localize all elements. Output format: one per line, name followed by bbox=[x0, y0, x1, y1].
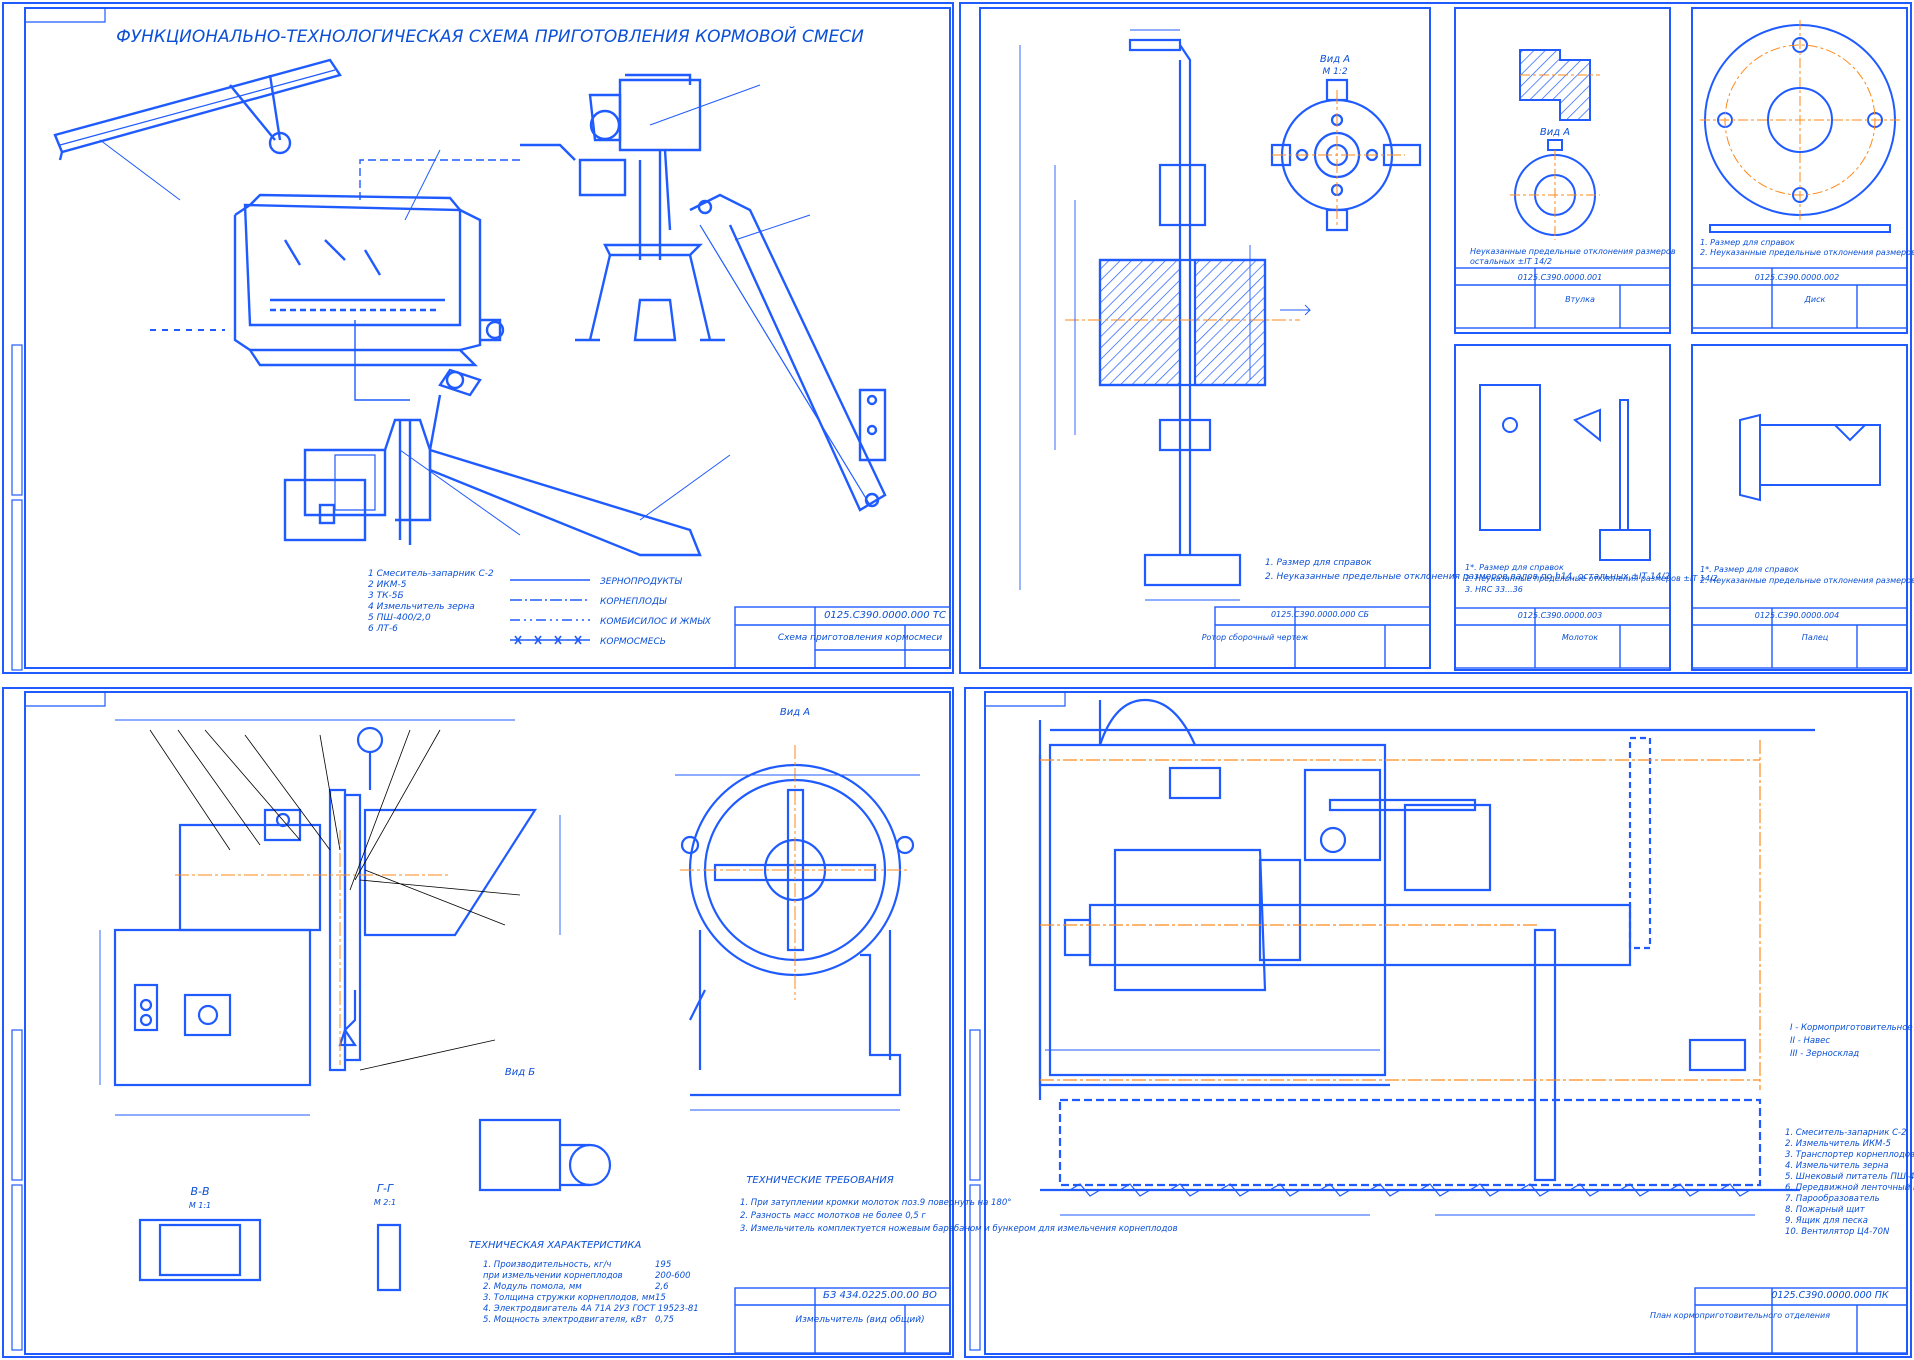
char-value: 2,6 bbox=[655, 1282, 669, 1292]
flow-label: КОРМОСМЕСЬ bbox=[600, 637, 666, 647]
char-item: 5. Мощность электродвигателя, кВт bbox=[483, 1315, 648, 1325]
tech-req: 1. При затуплении кромки молоток поз.9 п… bbox=[740, 1198, 1011, 1208]
doc-name: Диск bbox=[1804, 295, 1826, 304]
doc-name: Молоток bbox=[1562, 633, 1598, 642]
sheet-1-scheme bbox=[53, 58, 887, 557]
legend-item: 5 ПШ-400/2,0 bbox=[368, 613, 431, 623]
plan-item: 8. Пожарный щит bbox=[1785, 1205, 1866, 1215]
plan-legend: I - Кормоприготовительное отделение bbox=[1790, 1023, 1914, 1033]
corner-marks bbox=[24, 7, 1066, 707]
note: 2. Неуказанные предельные отклонения раз… bbox=[1700, 576, 1914, 585]
char-item: при измельчении корнеплодов bbox=[483, 1271, 623, 1281]
char-item: 3. Толщина стружки корнеплодов, мм bbox=[483, 1293, 655, 1303]
flow-label: КОМБИСИЛОС И ЖМЫХ bbox=[600, 617, 712, 627]
view-label: Вид Б bbox=[505, 1067, 535, 1078]
note: 1. Размер для справок bbox=[1700, 238, 1795, 247]
char-value: 200-600 bbox=[655, 1271, 691, 1281]
char-item: 4. Электродвигатель 4А 71А 2У3 ГОСТ 1952… bbox=[483, 1304, 699, 1314]
plan-item: 10. Вентилятор Ц4-70N bbox=[1785, 1227, 1890, 1237]
sheet-8-frame bbox=[964, 687, 1912, 1358]
doc-name: Ротор сборочный чертеж bbox=[1202, 633, 1309, 642]
sheet-7-frame bbox=[2, 687, 954, 1358]
sheet-7-leaders bbox=[149, 729, 521, 1071]
doc-name: Втулка bbox=[1565, 295, 1595, 304]
char-item: 2. Модуль помола, мм bbox=[483, 1282, 582, 1292]
doc-code: БЗ 434.0225.00.00 ВО bbox=[823, 1290, 937, 1301]
view-label: Вид А bbox=[1320, 54, 1350, 65]
note: Неуказанные предельные отклонения размер… bbox=[1470, 247, 1676, 256]
plan-item: 4. Измельчитель зерна bbox=[1785, 1161, 1889, 1171]
view-label: Вид А bbox=[1540, 127, 1570, 138]
doc-code: 0125.С390.0000.003 bbox=[1518, 611, 1602, 620]
sheet-8-plan bbox=[1038, 698, 1815, 1192]
plan-legend: II - Навес bbox=[1790, 1036, 1830, 1046]
legend-item: 6 ЛТ-6 bbox=[368, 624, 398, 634]
doc-name: Схема приготовления кормосмеси bbox=[778, 633, 943, 643]
plan-item: 7. Парообразователь bbox=[1785, 1194, 1880, 1204]
plan-item: 1. Смеситель-запарник С-2 bbox=[1785, 1128, 1907, 1138]
note: 2. Неуказанные предельные отклонения раз… bbox=[1700, 248, 1914, 257]
note: 1. Размер для справок bbox=[1265, 558, 1372, 568]
flow-label: ЗЕРНОПРОДУКТЫ bbox=[600, 577, 682, 587]
sheet-1-legend-lines bbox=[150, 329, 590, 645]
note: остальных ±IT 14/2 bbox=[1470, 257, 1552, 266]
char-item: 1. Производительность, кг/ч bbox=[483, 1260, 611, 1270]
char-value: 0,75 bbox=[655, 1315, 674, 1325]
doc-name: План кормоприготовительного отделения bbox=[1650, 1311, 1830, 1320]
plan-item: 2. Измельчитель ИКМ-5 bbox=[1785, 1139, 1891, 1149]
plan-item: 3. Транспортер корнеплодов ТК-5Б bbox=[1785, 1150, 1914, 1160]
sheet-2-rotor bbox=[1098, 38, 1422, 587]
tech-req: 3. Измельчитель комплектуется ножевым ба… bbox=[740, 1224, 1178, 1234]
doc-name: Измельчитель (вид общий) bbox=[795, 1315, 924, 1325]
flow-label: КОРНЕПЛОДЫ bbox=[600, 597, 667, 607]
doc-code: 0125.С390.0000.000 СБ bbox=[1271, 610, 1370, 619]
plan-legend: III - Зерносклад bbox=[1790, 1049, 1859, 1059]
doc-code: 0125.С390.0000.001 bbox=[1518, 273, 1602, 282]
doc-name: Палец bbox=[1802, 633, 1829, 642]
sheet-8-zigzag bbox=[1045, 1049, 1755, 1216]
sheet-1-frame bbox=[2, 2, 954, 674]
sheet-2-frame bbox=[959, 2, 1912, 674]
doc-code: 0125.С390.0000.000 ПК bbox=[1771, 1290, 1889, 1301]
note: 1*. Размер для справок bbox=[1465, 563, 1564, 572]
note: 2. Неуказанные предельные отклонения раз… bbox=[1265, 572, 1670, 582]
sheet-2-centerlines bbox=[1065, 90, 1405, 321]
doc-code: 0125.С390.0000.002 bbox=[1755, 273, 1839, 282]
scale-label: М 1:1 bbox=[189, 1201, 211, 1210]
note: 3. HRC 33...36 bbox=[1465, 585, 1523, 594]
title-blocks bbox=[734, 267, 1908, 1354]
sheet-1-leaders bbox=[99, 84, 811, 536]
doc-code: 0125.С390.0000.004 bbox=[1755, 611, 1839, 620]
legend-item: 4 Измельчитель зерна bbox=[368, 602, 475, 612]
sheet-1-title: ФУНКЦИОНАЛЬНО-ТЕХНОЛОГИЧЕСКАЯ СХЕМА ПРИГ… bbox=[116, 25, 864, 47]
section-label: Г-Г bbox=[377, 1182, 394, 1195]
sheet-5-hammer bbox=[1479, 384, 1651, 561]
sheet-7-grinder bbox=[113, 726, 915, 1292]
char-value: 195 bbox=[655, 1260, 671, 1270]
note: 2. Неуказанные предельные отклонения раз… bbox=[1465, 574, 1718, 583]
plan-item: 5. Шнековый питатель ПШ-400/2,0 bbox=[1785, 1172, 1914, 1182]
scale-label: М 2:1 bbox=[374, 1198, 396, 1207]
sheet-7-dims bbox=[99, 719, 920, 1116]
tech-req-title: ТЕХНИЧЕСКИЕ ТРЕБОВАНИЯ bbox=[746, 1175, 893, 1186]
plan-item: 9. Ящик для песка bbox=[1785, 1216, 1868, 1226]
plan-item: 6. Передвижной ленточный конвейер ЛТ-6 bbox=[1785, 1183, 1914, 1193]
legend-item: 1 Смеситель-запарник С-2 bbox=[368, 569, 494, 579]
sheet-2-dims bbox=[1019, 29, 1312, 601]
doc-code: 0125.С390.0000.000 ТС bbox=[824, 610, 946, 621]
note: 1*. Размер для справок bbox=[1700, 565, 1799, 574]
scale-label: М 1:2 bbox=[1322, 67, 1347, 77]
tech-req: 2. Разность масс молотков не более 0,5 г bbox=[740, 1211, 926, 1221]
char-title: ТЕХНИЧЕСКАЯ ХАРАКТЕРИСТИКА bbox=[469, 1240, 642, 1251]
sheet-6-pin bbox=[1739, 413, 1881, 502]
legend-item: 2 ИКМ-5 bbox=[368, 580, 407, 590]
section-label: В-В bbox=[190, 1185, 209, 1198]
view-label: Вид А bbox=[780, 707, 810, 718]
legend-item: 3 ТК-5Б bbox=[368, 591, 404, 601]
char-value: 15 bbox=[655, 1293, 666, 1303]
